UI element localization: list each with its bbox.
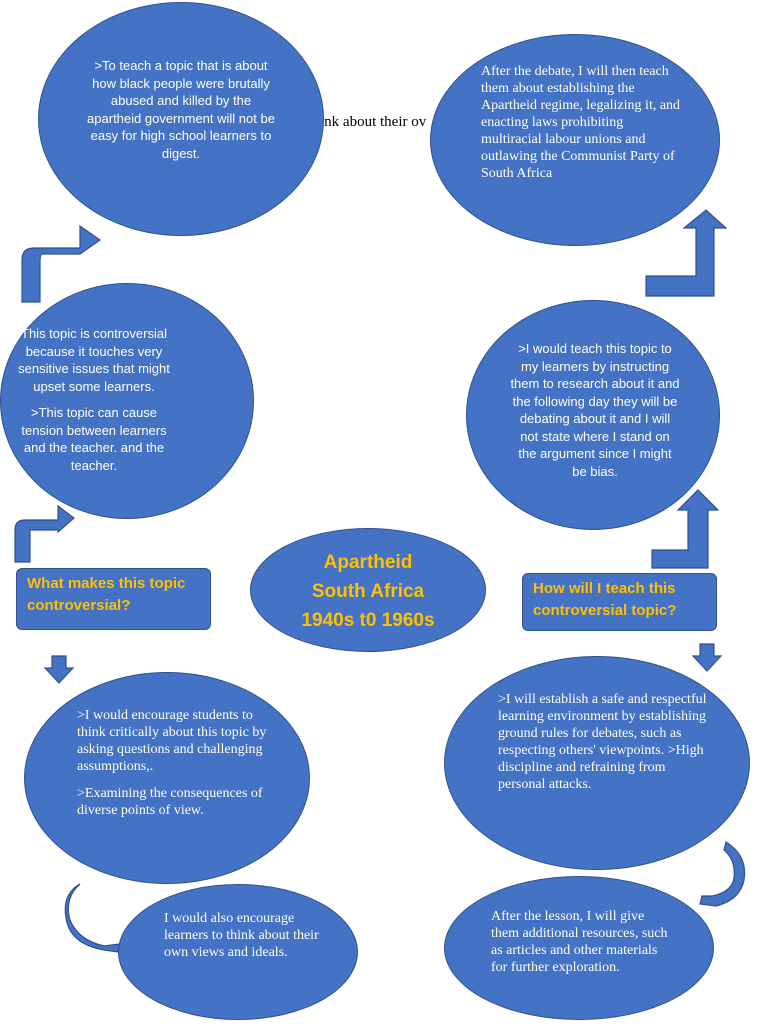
node-small-right [444, 876, 714, 1020]
bent-arrow-top-left [21, 224, 102, 303]
node-small-right-text: After the lesson, I will give them addit… [491, 909, 668, 975]
curved-arrow-bottom-right [699, 841, 746, 907]
node-top-right [430, 34, 720, 246]
center-title-line3: 1940s t0 1960s [301, 610, 435, 631]
node-top-left [38, 2, 324, 236]
down-arrow-right [691, 643, 723, 672]
node-bottom-left-p2: >Examining the consequences of diverse p… [77, 786, 263, 818]
node-mid-left-p2: >This topic can cause tension between le… [21, 405, 167, 473]
node-bottom-left-p1: >I would encourage students to think cri… [77, 708, 267, 774]
node-mid-left [0, 283, 254, 519]
left-question-box: What makes this topic controversial? [16, 568, 211, 630]
node-mid-left-p1: This topic is controversial because it t… [18, 326, 170, 394]
bent-arrow-mid-left [14, 504, 75, 563]
node-small-left [118, 884, 358, 1020]
curved-arrow-bottom-left [64, 883, 121, 953]
center-title-line1: Apartheid [323, 552, 413, 573]
node-bottom-left [24, 672, 310, 884]
center-title-line2: South Africa [311, 581, 425, 602]
node-bottom-right-text: >I will establish a safe and respectful … [498, 692, 707, 792]
right-question-box: How will I teach this controversial topi… [522, 573, 717, 631]
node-mid-right [466, 300, 720, 530]
node-bottom-left-text: >I would encourage students to think cri… [77, 707, 277, 819]
node-top-right-text: After the debate, I will then teach them… [481, 64, 681, 181]
node-mid-right-text: >I would teach this topic to my learners… [510, 341, 680, 479]
node-mid-left-text: This topic is controversial because it t… [12, 325, 176, 474]
bent-arrow-top-right [645, 209, 728, 297]
center-title: Apartheid South Africa 1940s t0 1960s [270, 548, 466, 635]
node-top-left-text: >To teach a topic that is about how blac… [87, 58, 275, 161]
node-small-left-text: I would also encourage learners to think… [164, 911, 319, 960]
bent-arrow-mid-right [651, 489, 720, 569]
node-center [250, 528, 486, 652]
down-arrow-left [43, 655, 75, 684]
node-bottom-right [444, 656, 750, 870]
stray-text: ink about their ov [320, 114, 427, 130]
